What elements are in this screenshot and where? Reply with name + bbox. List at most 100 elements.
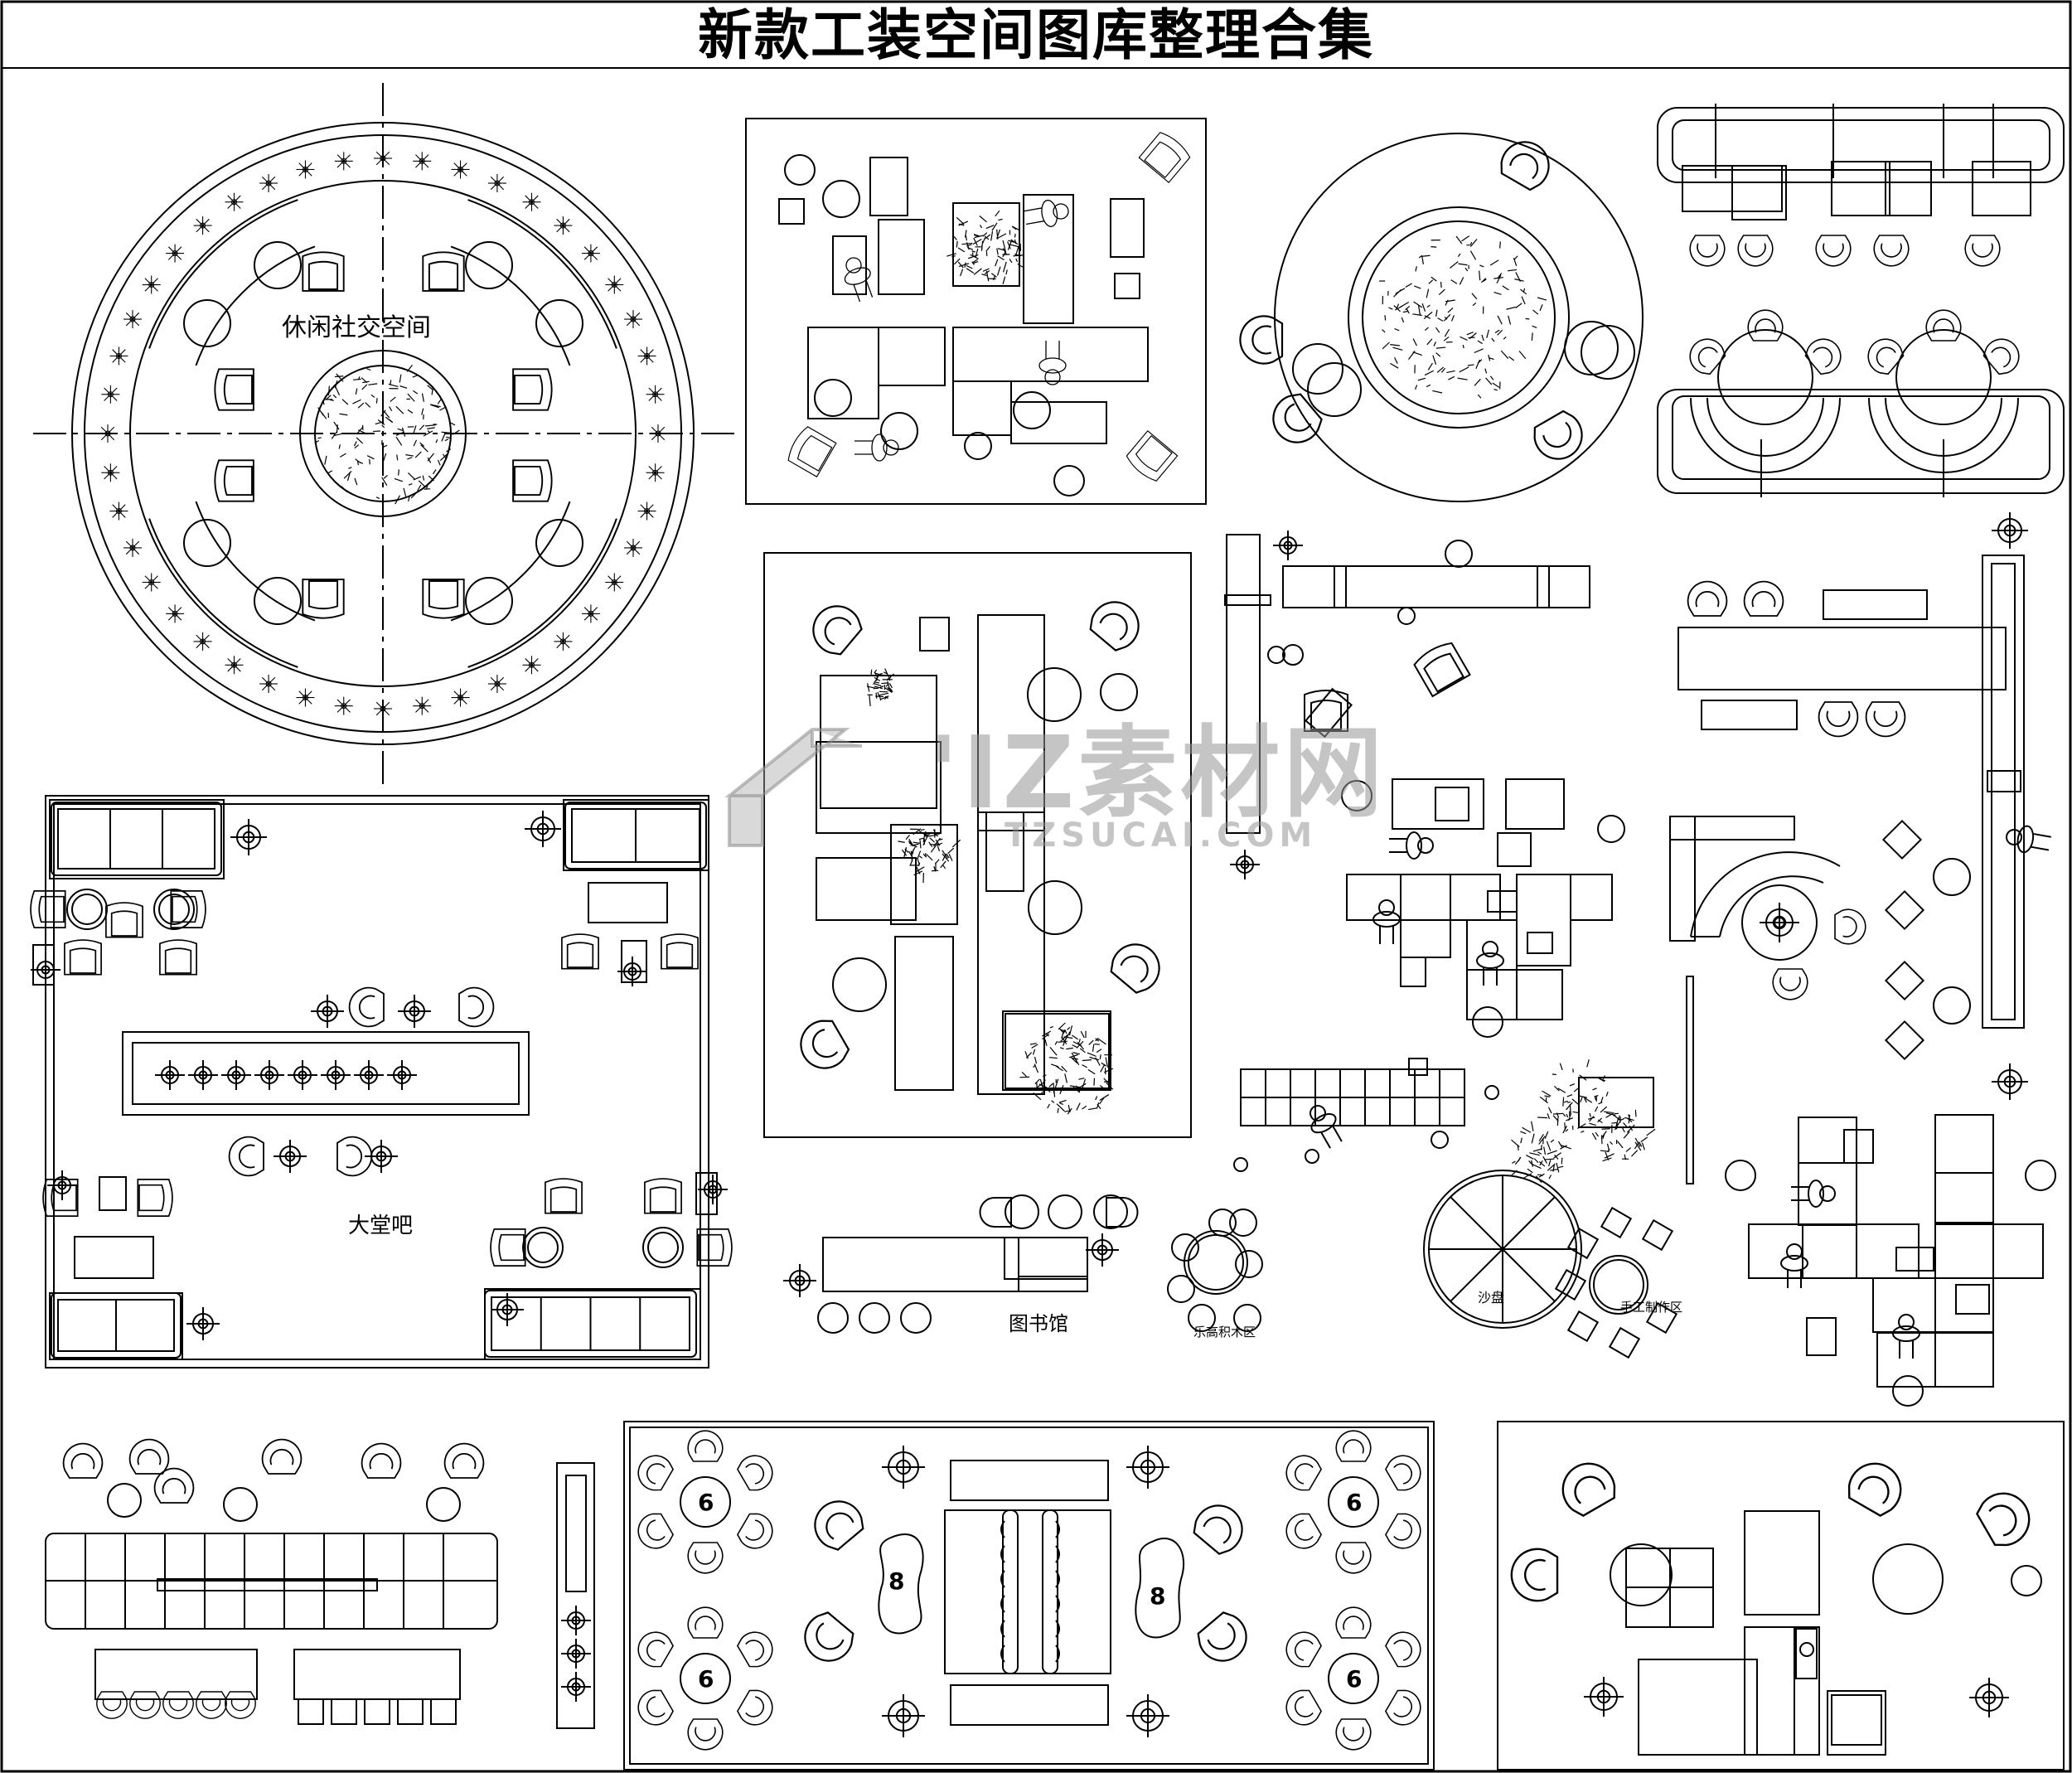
floor-lamp <box>617 957 647 986</box>
person-figure <box>2006 825 2051 854</box>
floor-lamp <box>221 1060 251 1090</box>
floor-lamp <box>321 1060 351 1090</box>
floor-lamp <box>155 1060 185 1090</box>
lounge-chair <box>737 1631 773 1668</box>
lounge-chair <box>1089 601 1140 652</box>
lounge-chair <box>1925 309 1962 342</box>
floor-lamp <box>882 1446 925 1489</box>
equipment <box>1795 1628 1818 1679</box>
furniture <box>695 1172 718 1215</box>
planter-shrub <box>451 160 470 179</box>
floor-lamp <box>365 1140 398 1173</box>
sofa <box>51 802 222 876</box>
armchair <box>302 251 345 292</box>
planter-box <box>1005 1013 1110 1089</box>
floor-lamp <box>1584 1677 1624 1717</box>
kids-seat <box>1566 1310 1600 1343</box>
armchair <box>561 933 599 970</box>
armchair <box>1126 429 1179 482</box>
floor-lamp <box>188 1060 218 1090</box>
armchair <box>661 933 699 970</box>
table-6-label-bottom-left: 6 <box>698 1665 714 1693</box>
furniture <box>32 944 55 986</box>
bar-stool <box>397 1698 424 1725</box>
planter-shrub <box>101 385 120 404</box>
furniture <box>621 940 647 983</box>
side-table <box>158 894 190 925</box>
curved-sofa <box>148 199 298 349</box>
floor-lamp <box>274 1140 307 1173</box>
stool <box>1005 1194 1039 1229</box>
side-table <box>535 519 583 567</box>
floor-lamp <box>47 1170 77 1200</box>
floor-lamp <box>882 1694 925 1737</box>
lounge-chair <box>737 1513 773 1549</box>
sofa <box>564 802 707 870</box>
watermark-domain: TZSUCAI.COM <box>1005 816 1318 855</box>
freeform-table-right <box>1135 1538 1185 1639</box>
bar-stool <box>331 1698 357 1725</box>
armchair <box>1413 642 1471 698</box>
lounge-chair <box>443 1442 485 1479</box>
bar-stool <box>298 1698 324 1725</box>
armchair <box>105 902 143 938</box>
cushion <box>1895 1247 1934 1272</box>
sand-table-divider <box>1450 1248 1503 1302</box>
floor-lamp <box>561 1639 591 1669</box>
lounge-chair <box>737 1689 773 1726</box>
person-figure <box>854 434 899 462</box>
planter-shrub <box>451 688 470 707</box>
curved-sofa-edge <box>195 245 316 366</box>
cushion <box>1527 932 1553 954</box>
armchair <box>137 1179 173 1217</box>
tree-planting <box>898 823 961 884</box>
lounge-chair <box>637 1631 674 1668</box>
lounge-chair <box>1285 1455 1322 1491</box>
floor-lamp <box>1760 903 1799 942</box>
lounge-chair <box>812 605 863 656</box>
lounge-chair <box>1687 580 1728 617</box>
side-table <box>66 889 108 930</box>
kids-activity-zone: 沙盘 乐高积木区 手工制作区 <box>1167 976 1694 1359</box>
watermark-brand: 'IZ素材网 <box>928 716 1387 831</box>
reception-lounge-block <box>1497 1421 2065 1771</box>
lounge-chair <box>1335 1430 1372 1462</box>
person-figure <box>1476 941 1504 986</box>
watermark-logo <box>724 728 862 847</box>
armchair <box>512 368 553 411</box>
stool <box>1884 960 1925 1001</box>
side-table <box>1799 1642 1814 1657</box>
floor-lamp <box>561 1672 591 1702</box>
lounge-chair <box>1772 968 1808 1000</box>
lounge-chair <box>687 1430 724 1462</box>
person-figure <box>844 257 874 303</box>
social-space-label: 休闲社交空间 <box>282 313 431 342</box>
person-figure <box>1791 1180 1836 1208</box>
social-lounge-block: 休闲社交空间 <box>33 83 738 787</box>
lounge-chair <box>1834 908 1866 945</box>
planter-shrub <box>101 463 120 482</box>
side-table <box>1933 986 1971 1025</box>
planter-shrub <box>259 174 278 193</box>
planter-shrub <box>374 149 392 167</box>
floor-lamp <box>387 1060 417 1090</box>
planter-shrub <box>646 385 665 404</box>
person-figure <box>1389 831 1434 860</box>
table-6-label-top-right: 6 <box>1346 1489 1362 1516</box>
round-table <box>680 1476 731 1528</box>
tree-planting <box>314 365 460 505</box>
sofa-arm <box>979 1197 1012 1228</box>
central-tree <box>314 365 460 505</box>
table-6-label-bottom-right: 6 <box>1346 1665 1362 1693</box>
side-table <box>183 519 231 567</box>
planter-shrub <box>142 275 161 294</box>
lounge-chair <box>1285 1631 1322 1668</box>
planter-shrub <box>487 174 506 193</box>
floor-lamp <box>1273 530 1303 560</box>
armchair <box>302 579 345 619</box>
library-block: 图书馆 <box>783 1194 1139 1335</box>
person-figure <box>1038 341 1067 385</box>
curved-sofa-edge <box>195 501 316 622</box>
sand-table-divider <box>1502 1248 1556 1302</box>
